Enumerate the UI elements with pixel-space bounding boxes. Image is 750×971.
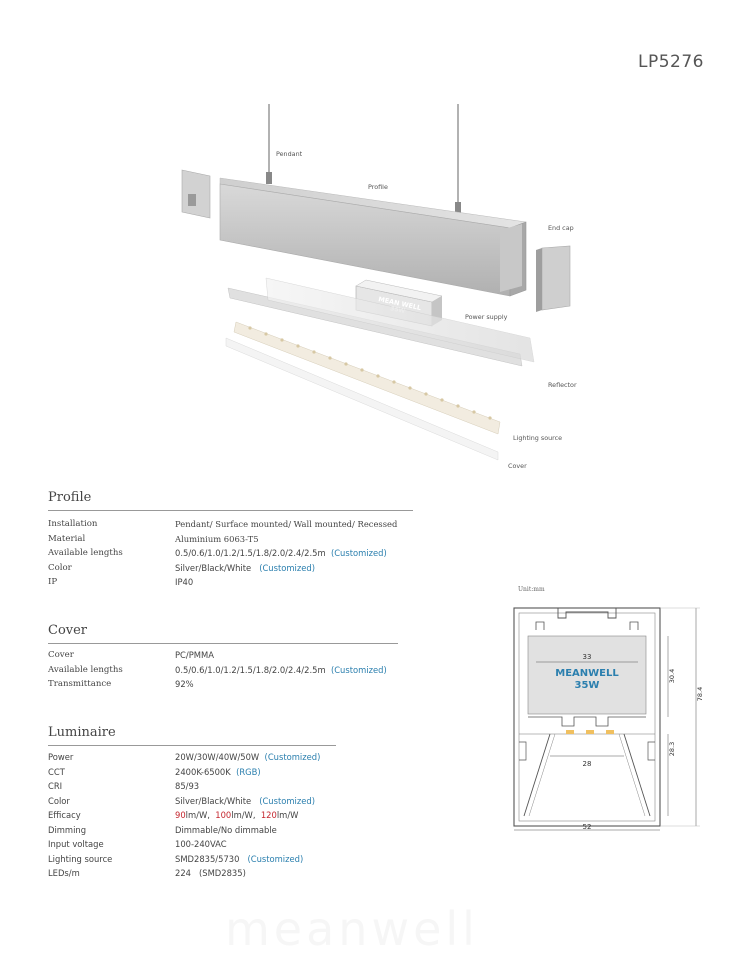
cross-section-drawing: Unit:mm MEANWELL 35W 33 28 52 30.4 28.3 … [513, 586, 704, 831]
exploded-view-illustration: MEAN WELL 35W Pendant Profile End cap Po… [181, 104, 577, 470]
spec-row-available-lengths: Available lengths 0.5/0.6/1.0/1.2/1.5/1.… [48, 548, 387, 558]
spec-row-lighting-source: Lighting source SMD2835/5730 (Customized… [48, 853, 304, 864]
spec-row-efficacy: Efficacy 90lm/W, 100lm/W, 120lm/W [48, 810, 299, 820]
model-number: LP5276 [638, 52, 704, 72]
spec-row-installation: Installation Pendant/ Surface mounted/ W… [48, 519, 398, 529]
luminaire-title: Luminaire [48, 725, 336, 746]
spec-row-cover-lengths: Available lengths 0.5/0.6/1.0/1.2/1.5/1.… [48, 664, 387, 675]
label-cover: Cover [508, 462, 527, 470]
spec-row-leds-per-m: LEDs/m 224 (SMD2835) [48, 868, 246, 878]
spec-row-lum-color: Color Silver/Black/White (Customized) [48, 795, 315, 806]
led-strip [233, 321, 501, 435]
dim-total-height: 78.4 [696, 687, 704, 701]
label-reflector: Reflector [548, 381, 577, 389]
dim-lower-height: 28.3 [668, 742, 676, 756]
spec-row-cover: Cover PC/PMMA [48, 650, 214, 660]
label-profile: Profile [368, 183, 388, 191]
spec-row-power: Power 20W/30W/40W/50W (Customized) [48, 752, 321, 762]
diffuser-cover [225, 337, 499, 461]
dim-lower-inner: 28 [583, 760, 592, 768]
label-end-cap: End cap [548, 224, 574, 232]
profile-section: Profile Installation Pendant/ Surface mo… [48, 490, 413, 590]
driver-label-line1: MEANWELL [555, 668, 619, 679]
spec-row-cri: CRI 85/93 [48, 781, 200, 791]
cover-title: Cover [48, 623, 398, 644]
luminaire-section: Luminaire Power 20W/30W/40W/50W (Customi… [48, 725, 336, 881]
spec-row-cct: CCT 2400K-6500K (RGB) [48, 766, 261, 777]
dim-width: 52 [583, 823, 592, 831]
label-power-supply: Power supply [465, 313, 508, 321]
driver-label-line2: 35W [575, 680, 600, 691]
watermark: meanwell [225, 902, 479, 956]
label-lighting-source: Lighting source [513, 434, 562, 442]
dim-top-inner: 33 [583, 653, 592, 661]
profile-title: Profile [48, 490, 413, 511]
spec-row-ip: IP IP40 [48, 577, 194, 587]
spec-row-material: Material Aluminium 6063-T5 [48, 533, 259, 544]
cover-section: Cover Cover PC/PMMA Available lengths 0.… [48, 623, 398, 692]
spec-row-dimming: Dimming Dimmable/No dimmable [48, 824, 277, 835]
unit-label: Unit:mm [518, 586, 545, 593]
spec-row-color: Color Silver/Black/White (Customized) [48, 562, 315, 573]
dim-upper-height: 30.4 [668, 669, 676, 683]
spec-row-input-voltage: Input voltage 100-240VAC [48, 839, 227, 849]
label-pendant: Pendant [276, 150, 303, 158]
spec-row-transmittance: Transmittance 92% [48, 679, 194, 689]
